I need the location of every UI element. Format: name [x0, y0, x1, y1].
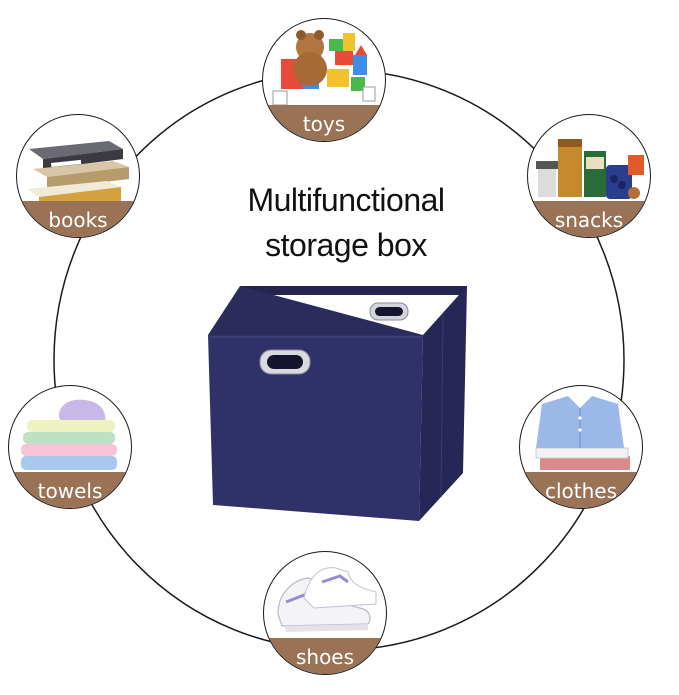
headline-line-1: Multifunctional — [247, 182, 445, 218]
category-badge-toys: toys — [262, 18, 386, 142]
label-band — [263, 105, 385, 141]
label-band — [520, 472, 642, 508]
category-badge-shoes: shoes — [263, 551, 387, 675]
category-label: towels — [37, 479, 103, 503]
toys-icon — [272, 30, 376, 106]
books-icon — [27, 141, 129, 205]
category-badge-books: books — [16, 114, 140, 238]
label-band — [9, 472, 131, 508]
shoes-icon — [277, 567, 377, 632]
label-band — [264, 638, 386, 674]
clothes-icon — [535, 394, 630, 470]
category-label: books — [48, 208, 108, 232]
category-badge-clothes: clothes — [519, 385, 643, 509]
headline-line-2: storage box — [265, 227, 427, 263]
headline: Multifunctional storage box — [196, 178, 496, 268]
label-band — [17, 201, 139, 237]
category-badge-towels: towels — [8, 385, 132, 509]
category-label: snacks — [554, 208, 624, 232]
storage-box-image — [208, 286, 467, 521]
category-label: clothes — [544, 479, 618, 503]
label-band — [528, 201, 650, 237]
category-badge-snacks: snacks — [527, 114, 651, 238]
category-label: toys — [302, 112, 346, 136]
towels-icon — [21, 399, 117, 470]
snacks-icon — [536, 139, 644, 199]
category-label: shoes — [295, 645, 355, 669]
